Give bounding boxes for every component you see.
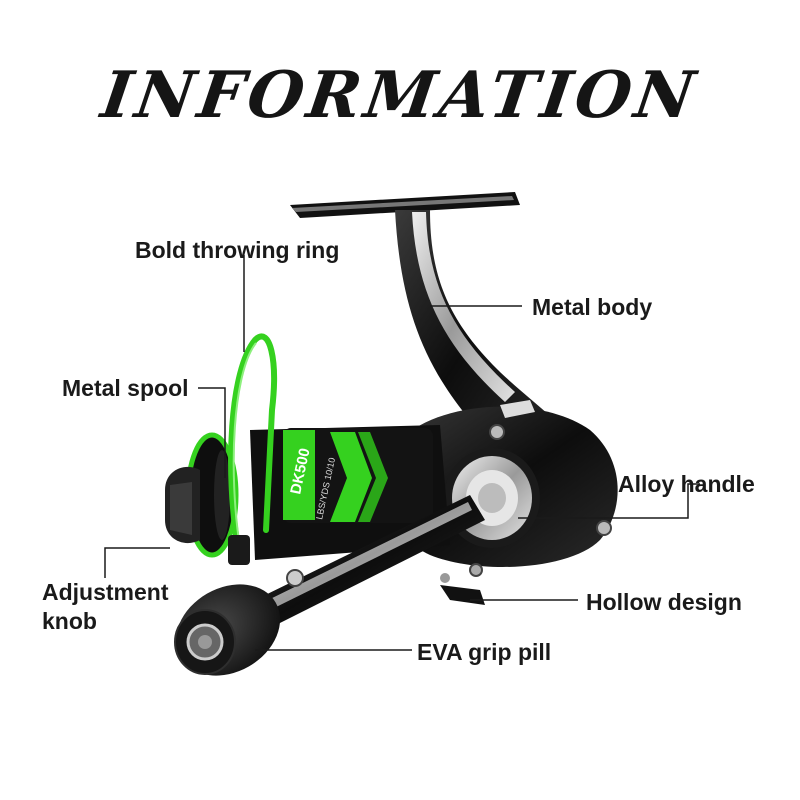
label-adjustment-knob-line1: Adjustment bbox=[42, 579, 169, 605]
label-adjustment-knob-line2: knob bbox=[42, 607, 97, 634]
label-alloy-handle: Alloy handle bbox=[618, 471, 755, 497]
label-adjustment-knob: Adjustment knob bbox=[42, 578, 169, 636]
label-bold-throwing-ring: Bold throwing ring bbox=[135, 237, 340, 263]
label-metal-spool: Metal spool bbox=[62, 375, 189, 401]
label-eva-grip-pill: EVA grip pill bbox=[417, 639, 552, 665]
metal-body-arm bbox=[395, 210, 555, 455]
callout-lines bbox=[104, 255, 700, 651]
reel-foot bbox=[290, 192, 520, 218]
bold-throwing-ring bbox=[228, 333, 277, 565]
alloy-handle-arm bbox=[255, 495, 485, 628]
hollow-design-lever bbox=[440, 585, 485, 605]
label-metal-body: Metal body bbox=[532, 294, 653, 320]
eva-grip-knob bbox=[174, 584, 281, 676]
callout-line-alloy-handle bbox=[518, 483, 700, 519]
callout-line-adjustment-knob bbox=[104, 547, 170, 578]
callout-line-metal-spool bbox=[198, 387, 226, 478]
adjustment-knob bbox=[165, 466, 200, 544]
spool-assembly: DK500 LBS/YDS 10/10 bbox=[250, 425, 450, 560]
label-hollow-design: Hollow design bbox=[586, 589, 742, 615]
